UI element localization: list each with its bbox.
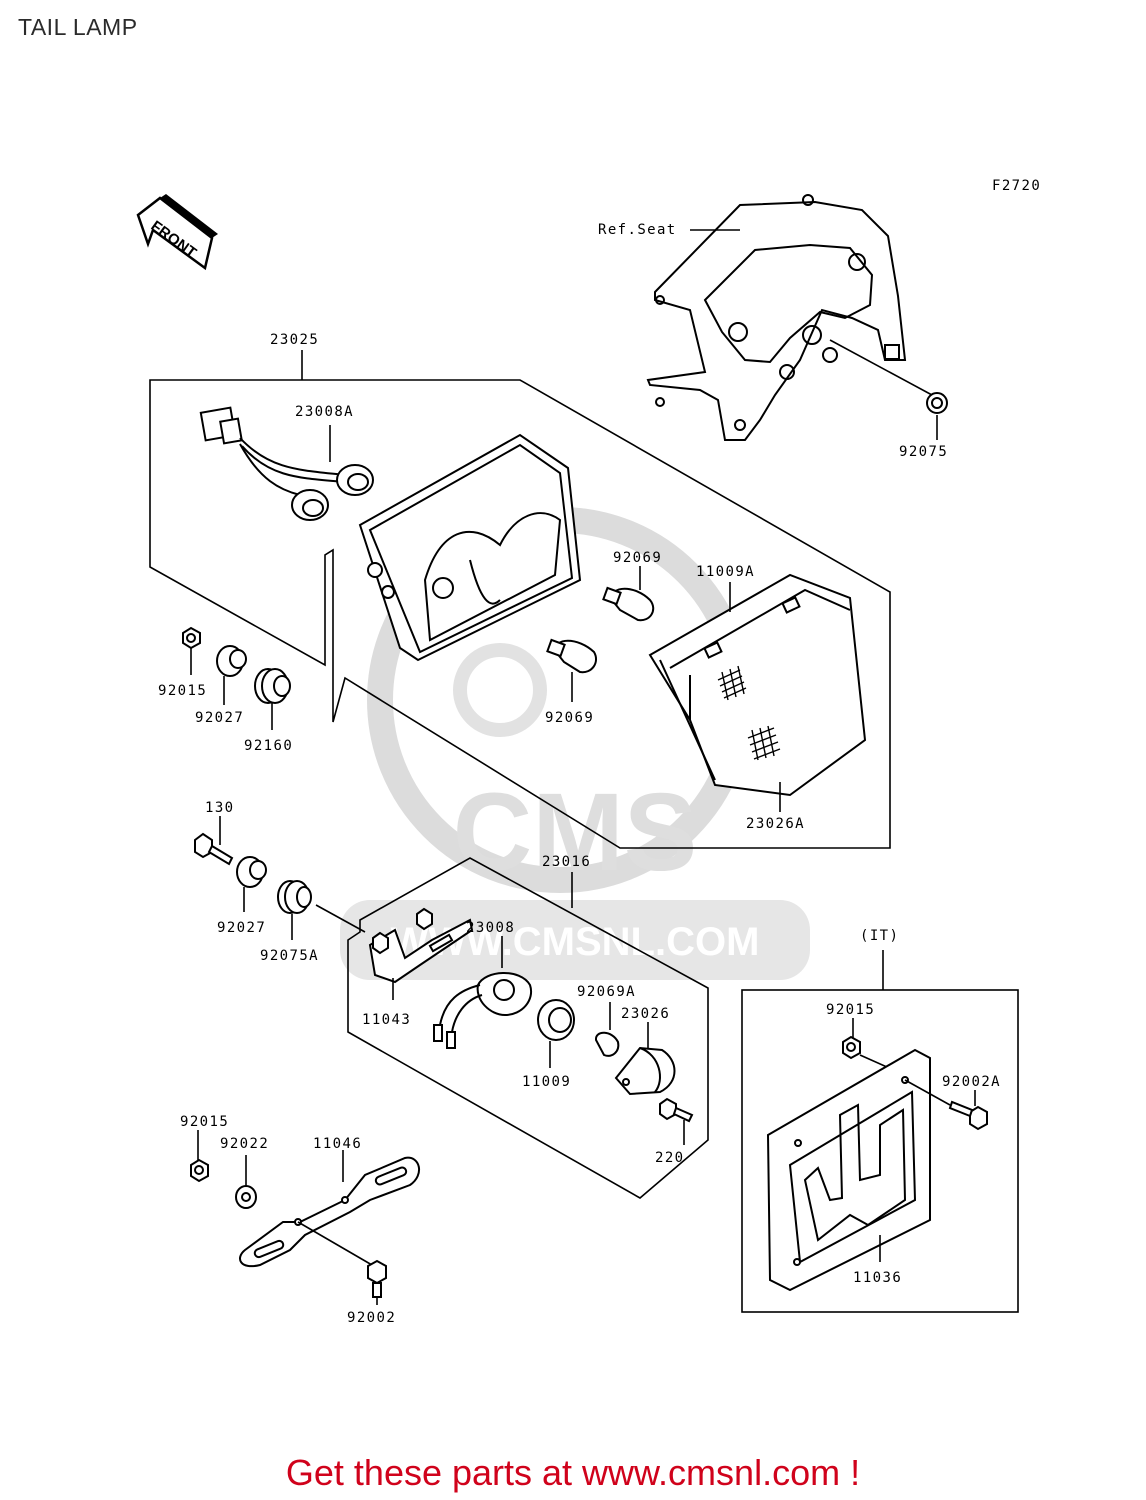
part-92075	[926, 392, 948, 414]
part-92027-a	[216, 645, 247, 677]
part-23008A	[199, 406, 374, 521]
label-92022: 92022	[220, 1136, 269, 1152]
label-92069-top: 92069	[613, 550, 662, 566]
front-arrow-icon: FRONT	[136, 194, 218, 271]
part-92069-top	[602, 586, 655, 622]
label-130: 130	[205, 800, 235, 816]
part-220	[659, 1097, 694, 1123]
part-23026	[614, 1046, 676, 1096]
label-92075A: 92075A	[260, 948, 319, 964]
label-92075: 92075	[899, 444, 948, 460]
label-92015-b: 92015	[180, 1114, 229, 1130]
part-23008	[433, 972, 533, 1049]
label-92160: 92160	[244, 738, 293, 754]
part-92015-b	[190, 1158, 209, 1183]
part-92015-a	[182, 626, 201, 650]
label-92069-bottom: 92069	[545, 710, 594, 726]
group-23016-outline	[347, 857, 709, 1199]
label-23008A: 23008A	[295, 404, 354, 420]
label-92002A: 92002A	[942, 1074, 1001, 1090]
label-11043: 11043	[362, 1012, 411, 1028]
part-11046	[239, 1156, 420, 1268]
part-92022	[235, 1185, 257, 1209]
page-title: TAIL LAMP	[18, 14, 138, 40]
watermark-brand: CMS	[453, 771, 697, 894]
label-11009: 11009	[522, 1074, 571, 1090]
part-130	[194, 832, 234, 866]
parts-diagram: CMS WWW.CMSNL.COM F2720 FRONT Ref.Seat 9…	[136, 178, 1041, 1326]
part-92002A	[948, 1100, 988, 1131]
label-220: 220	[655, 1150, 685, 1166]
part-92160	[254, 668, 291, 704]
seat-bracket	[646, 194, 907, 441]
variant-label: (IT)	[860, 928, 899, 944]
label-23008: 23008	[466, 920, 515, 936]
label-92027-b: 92027	[217, 920, 266, 936]
label-92027-a: 92027	[195, 710, 244, 726]
label-23016: 23016	[542, 854, 591, 870]
group-23025-outline	[149, 379, 891, 849]
part-92069A	[595, 1031, 620, 1057]
label-23026A: 23026A	[746, 816, 805, 832]
variant-box	[741, 989, 1019, 1313]
tail-lamp-housing	[358, 433, 582, 662]
part-11043	[368, 907, 474, 984]
part-11009	[537, 999, 575, 1041]
label-11009A: 11009A	[696, 564, 755, 580]
footer-link[interactable]: Get these parts at www.cmsnl.com !	[285, 1452, 861, 1493]
part-92069-bottom	[546, 638, 598, 674]
label-23025: 23025	[270, 332, 319, 348]
label-92002: 92002	[347, 1310, 396, 1326]
part-92002	[367, 1259, 387, 1298]
part-11036-plate	[766, 1048, 931, 1292]
label-11036: 11036	[853, 1270, 902, 1286]
part-92027-b	[236, 856, 267, 888]
label-92015-c: 92015	[826, 1002, 875, 1018]
label-11046: 11046	[313, 1136, 362, 1152]
part-92015-c	[842, 1035, 861, 1060]
part-92075A	[277, 880, 312, 914]
label-92069A: 92069A	[577, 984, 636, 1000]
label-ref-seat: Ref.Seat	[598, 222, 677, 238]
diagram-code: F2720	[992, 178, 1041, 194]
label-23026: 23026	[621, 1006, 670, 1022]
part-11009A-lens	[648, 573, 867, 797]
label-92015-a: 92015	[158, 683, 207, 699]
